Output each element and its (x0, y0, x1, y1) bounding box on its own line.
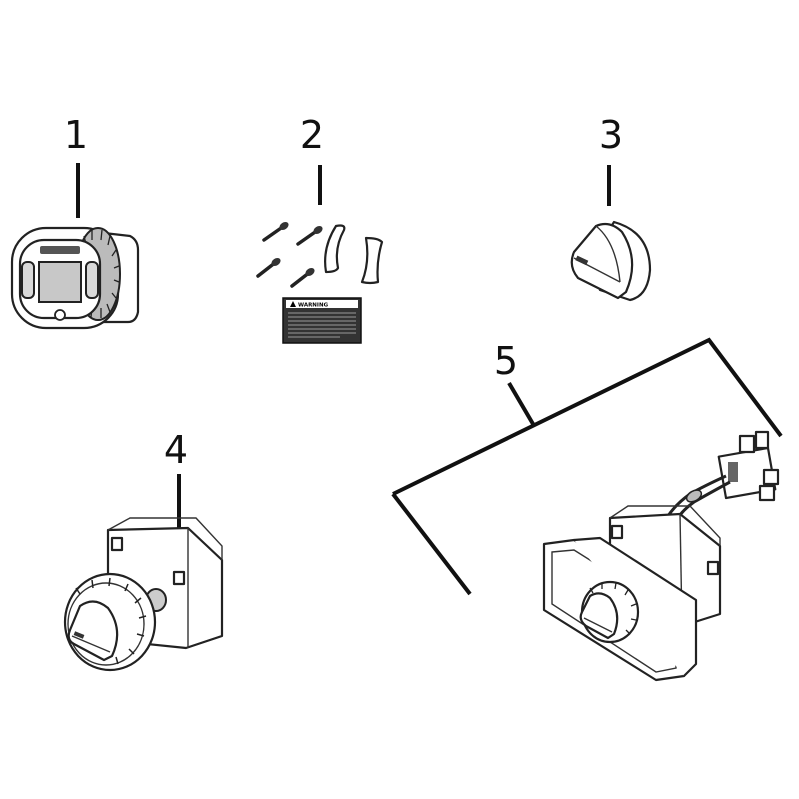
dial-5-knob (579, 592, 619, 640)
thermostat-5-tab-right (706, 560, 720, 576)
thermostat-body-top (107, 517, 223, 560)
knob-grip (570, 222, 634, 300)
knob-indicator-mark (575, 255, 589, 266)
leader-line-5-stem (507, 381, 535, 426)
dial-plate-inner (67, 582, 145, 666)
thermostat-5-tab-left (610, 524, 624, 540)
part-1-digital-display: 1 (10, 113, 140, 330)
part-4-thermostat-assembly: 4 (63, 428, 224, 672)
display-screen (38, 261, 82, 303)
clip-left (324, 224, 346, 274)
callout-1: 1 (64, 113, 88, 157)
thermostat-5-body-top (609, 505, 721, 546)
warning-label-title: WARNING (298, 303, 329, 309)
leader-line-5-bracket (392, 337, 783, 496)
clip-right (360, 236, 384, 285)
knob-grip-ridge (595, 225, 621, 283)
callout-5: 5 (494, 339, 518, 383)
part-2-hardware-kit: 2 WARNING (256, 113, 384, 344)
display-brand-strip (40, 246, 80, 254)
dial-knob (67, 600, 119, 662)
mounting-tab-right (172, 570, 186, 586)
callout-4: 4 (164, 428, 188, 472)
display-right-button (85, 261, 99, 299)
callout-2: 2 (300, 113, 324, 157)
wire-connector (717, 430, 780, 502)
wire-sleeve (685, 489, 703, 503)
screw-2 (296, 225, 323, 246)
display-left-button (21, 261, 35, 299)
part-3-control-knob: 3 (570, 113, 652, 302)
screw-4 (290, 267, 315, 288)
dial-knob-indicator (73, 631, 85, 639)
dial-knob-edge (71, 635, 111, 653)
mounting-tab-left (110, 536, 124, 552)
screw-3 (256, 257, 281, 278)
faceplate-inner (551, 549, 677, 673)
callout-3: 3 (599, 113, 623, 157)
leader-line-5-left-arm (391, 492, 472, 596)
dial-5-knob-edge (583, 617, 613, 633)
warning-label: WARNING (282, 297, 362, 344)
display-bottom-button (54, 309, 66, 321)
part-5-thermostat-kit: 5 (391, 337, 783, 682)
screw-1 (262, 221, 289, 242)
